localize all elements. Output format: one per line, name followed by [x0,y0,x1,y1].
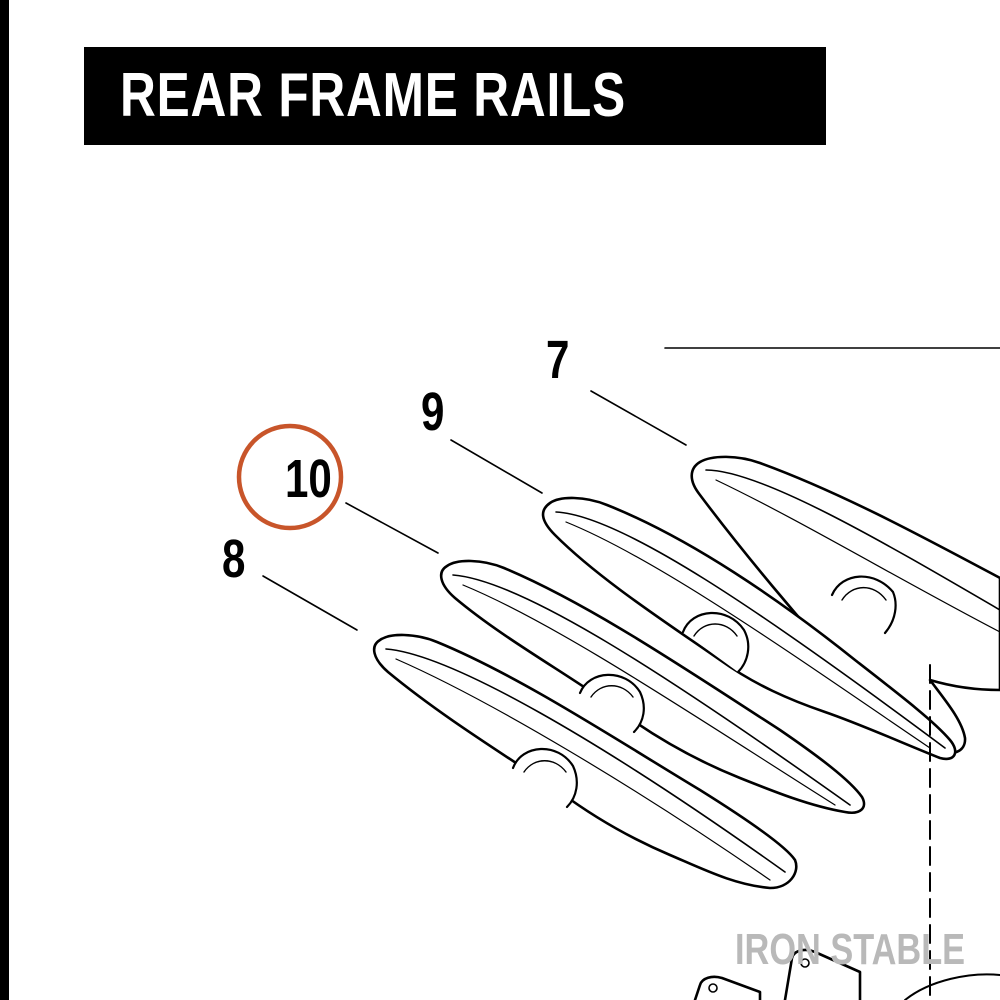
rail-10 [439,559,866,814]
diagram-title: REAR FRAME RAILS [120,61,627,130]
watermark-text: IRON STABLE [735,925,966,974]
rail-8 [372,633,798,890]
frame-cross-member [693,664,1000,1000]
callout-7[interactable]: 7 [546,330,570,390]
leader-lines [262,347,1000,631]
highlight-circle [236,423,344,531]
leader-line-9 [450,439,543,494]
leader-line-7 [590,390,687,446]
title-bar: REAR FRAME RAILS [84,47,826,145]
left-border-rule [0,0,9,1000]
callout-10[interactable]: 10 [285,449,332,509]
leader-line-8 [262,575,358,631]
callout-9[interactable]: 9 [421,382,445,442]
callout-8[interactable]: 8 [222,529,246,589]
rail-9 [541,496,957,761]
leader-line-10 [345,502,439,554]
rail-7 [690,455,1000,755]
